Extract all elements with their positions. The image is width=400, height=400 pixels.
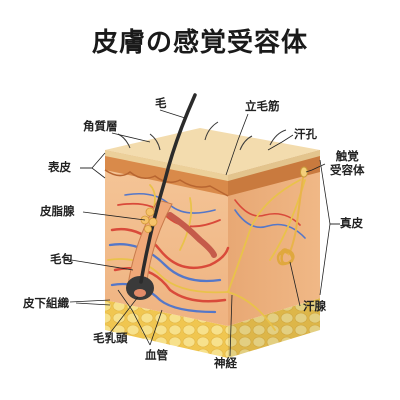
- label-dermis: 真皮: [340, 216, 363, 230]
- label-arrector-pili: 立毛筋: [245, 99, 280, 113]
- label-stratum-corneum: 角質層: [83, 119, 118, 133]
- label-blood-vessel: 血管: [145, 348, 168, 362]
- label-subcutaneous-tissue: 皮下組織: [23, 296, 69, 310]
- label-hair-follicle: 毛包: [50, 252, 73, 266]
- sweat-gland-structure: [276, 169, 305, 266]
- tactile-receptor-shape: [300, 166, 308, 178]
- label-hair: 毛: [155, 96, 167, 110]
- hair-follicle-structure: [126, 93, 217, 300]
- label-dermal-papilla: 毛乳頭: [93, 331, 128, 345]
- label-sebaceous-gland: 皮脂腺: [40, 204, 75, 218]
- leader-lines: [64, 109, 340, 357]
- skin-surface: [105, 128, 320, 181]
- label-tactile-receptor: 触覚 受容体: [330, 149, 365, 177]
- label-sweat-pore: 汗孔: [294, 127, 317, 141]
- label-sweat-gland: 汗腺: [303, 299, 326, 313]
- diagram-title: 皮膚の感覚受容体: [91, 28, 308, 58]
- sebaceous-gland-structure: [140, 207, 158, 233]
- label-nerve: 神経: [214, 356, 237, 370]
- label-epidermis: 表皮: [48, 160, 71, 174]
